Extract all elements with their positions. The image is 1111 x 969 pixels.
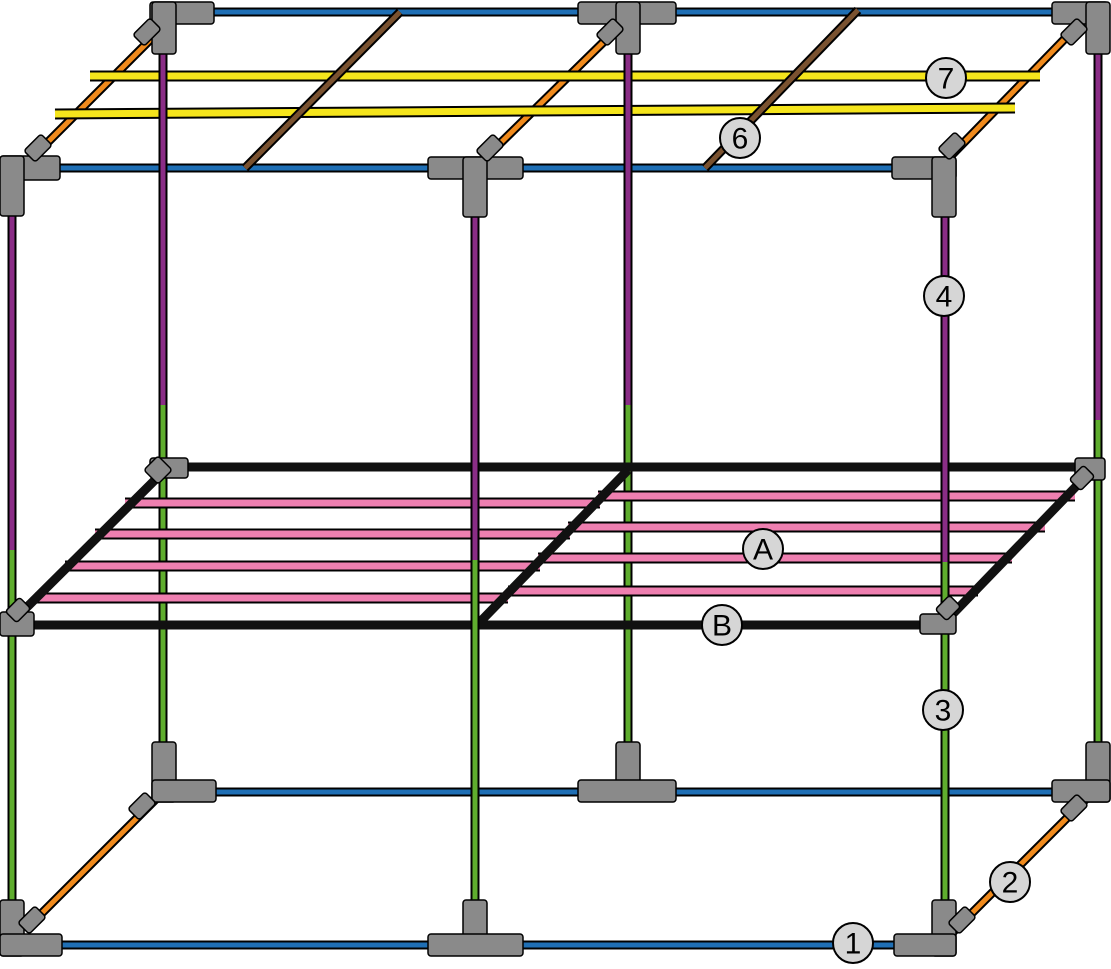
callout-3-label: 3 xyxy=(935,695,952,728)
callout-4: 4 xyxy=(923,275,965,317)
callout-2-label: 2 xyxy=(1002,867,1019,900)
callout-3: 3 xyxy=(922,689,964,731)
yellow-cross-pipes xyxy=(54,70,1040,120)
fitting-bottom-back-mid xyxy=(577,741,677,803)
fitting-shelf-back-right xyxy=(1069,457,1106,491)
callout-6: 6 xyxy=(719,117,761,159)
callout-1-label: 1 xyxy=(845,928,862,961)
callout-B: B xyxy=(701,604,743,646)
fitting-top-back-mid xyxy=(577,1,677,55)
bottom-orange-pipes xyxy=(21,786,1094,939)
fitting-shelf-front-right xyxy=(919,595,961,635)
callout-7: 7 xyxy=(925,57,967,99)
fitting-shelf-front-left xyxy=(0,597,35,637)
top-orange-pipes xyxy=(21,14,1089,172)
callout-A: A xyxy=(742,528,784,570)
fitting-bottom-front-left xyxy=(0,899,63,957)
fitting-top-front-right xyxy=(891,132,966,218)
fitting-top-front-left xyxy=(0,134,61,217)
fitting-top-back-right xyxy=(1051,1,1111,55)
fitting-bottom-front-mid xyxy=(427,899,524,957)
fitting-bottom-back-right xyxy=(1051,741,1111,822)
fitting-top-front-mid xyxy=(427,134,524,218)
fitting-shelf-back-left xyxy=(144,456,189,484)
callout-B-label: B xyxy=(712,610,732,643)
fitting-top-back-left xyxy=(133,1,215,55)
callout-2: 2 xyxy=(989,861,1031,903)
callout-4-label: 4 xyxy=(936,281,953,314)
back-posts xyxy=(158,20,1103,755)
fitting-bottom-back-left xyxy=(128,741,217,820)
callout-A-label: A xyxy=(753,534,773,567)
callout-1: 1 xyxy=(832,922,874,964)
callout-6-label: 6 xyxy=(732,123,749,156)
callout-7-label: 7 xyxy=(938,63,955,96)
fitting-bottom-front-right xyxy=(893,899,976,957)
